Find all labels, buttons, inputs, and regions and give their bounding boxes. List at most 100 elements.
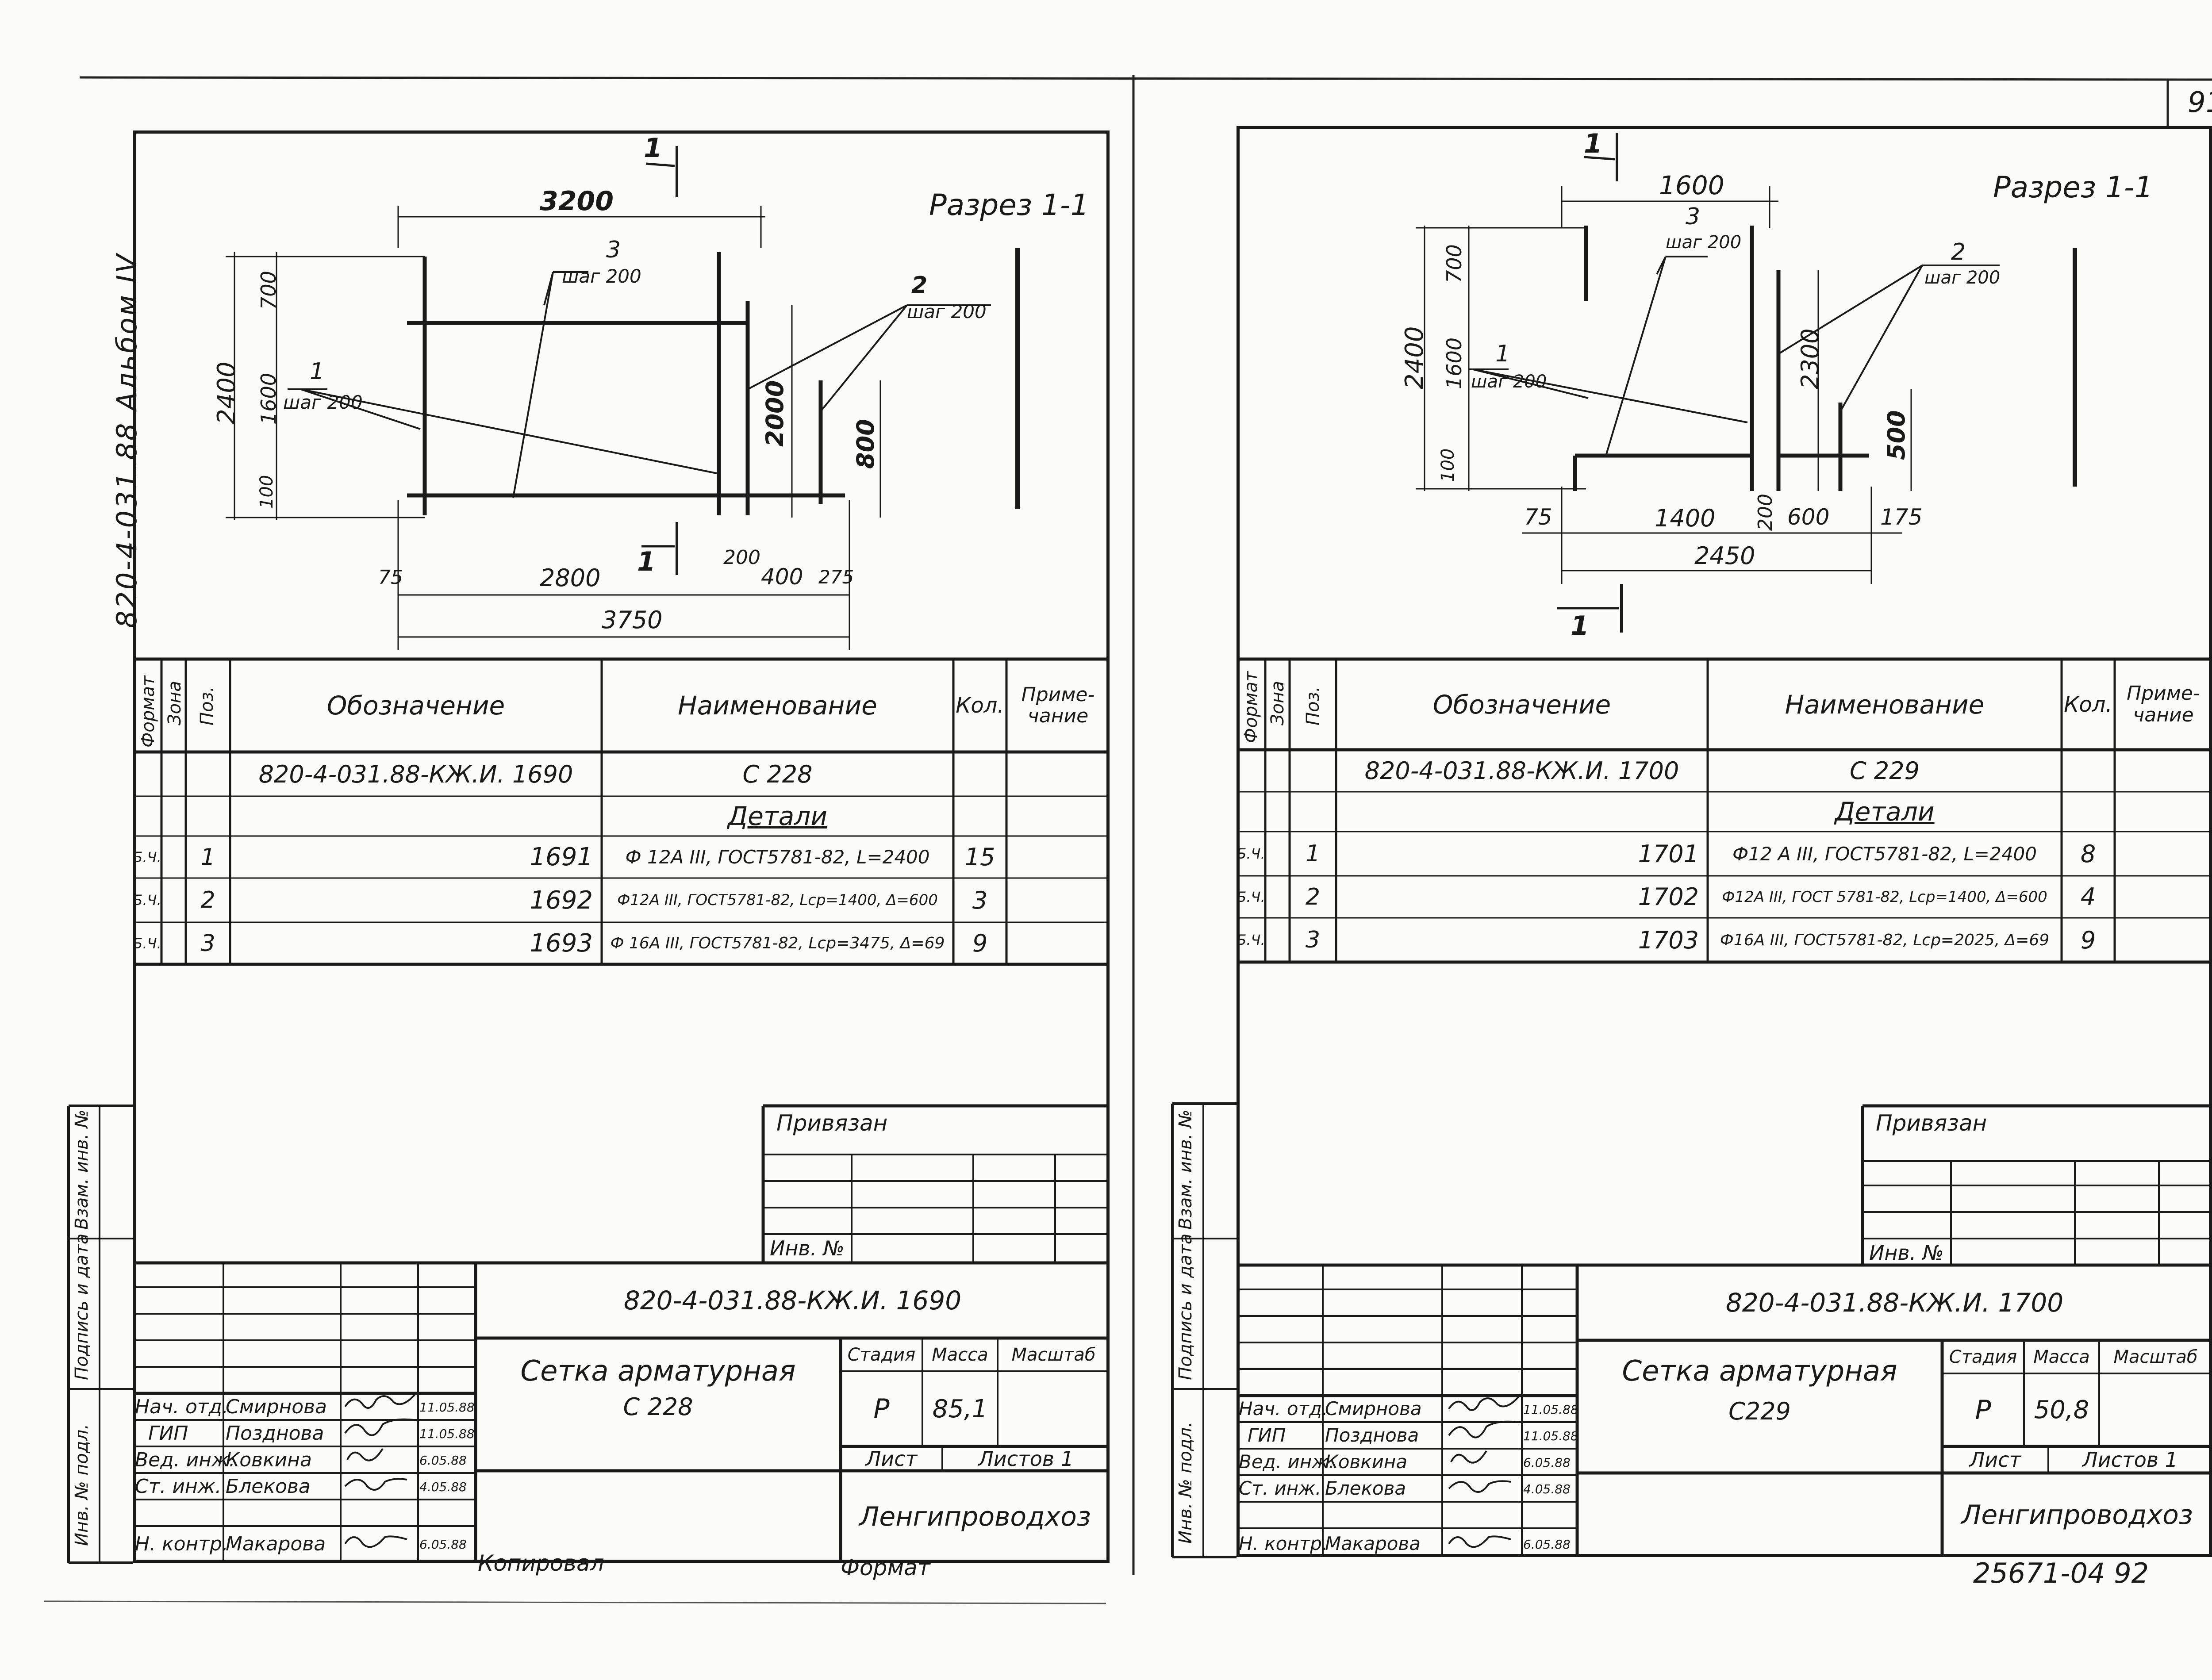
- stamp-sheets-label: Листов 1: [978, 1446, 1074, 1471]
- person-name: Блекова: [226, 1475, 311, 1498]
- table-row-designation: 1691: [530, 843, 593, 871]
- table-row-designation: 1703: [1638, 926, 1699, 954]
- dim-leg: 400: [761, 564, 803, 590]
- table-row-format: Б.Ч.: [1237, 845, 1265, 862]
- stamp-stage: Р: [1975, 1394, 1991, 1426]
- table-row-designation: 1693: [530, 929, 593, 958]
- stamp-sheet-label: Лист: [865, 1446, 918, 1471]
- stamp-code: 820-4-031.88-КЖ.И. 1700: [1725, 1288, 2064, 1318]
- stamp-stage-label: Стадия: [847, 1344, 916, 1365]
- table-row-qty: 3: [972, 886, 988, 914]
- page-number: 91: [2188, 86, 2212, 119]
- person-date: 11.05.88: [419, 1427, 475, 1441]
- stamp-mass: 85,1: [932, 1394, 988, 1423]
- person-name: Смирнова: [1325, 1398, 1422, 1419]
- person-name: Ковкина: [1325, 1451, 1408, 1473]
- dim-mid-width: 1400: [1655, 504, 1716, 532]
- spec-h-note: Приме- чание: [1021, 683, 1095, 727]
- stamp-mass-label: Масса: [2033, 1346, 2090, 1367]
- spec-h-name: Наименование: [678, 690, 877, 721]
- person-role: Ст. инж.: [135, 1475, 222, 1498]
- section-mark-bottom: 1: [637, 546, 656, 577]
- stamp-mass-label: Масса: [932, 1344, 988, 1365]
- table-row-name: Ф12А III, ГОСТ5781-82, Lср=1400, Δ=600: [617, 891, 938, 909]
- table-row-name: Ф 16А III, ГОСТ5781-82, Lср=3475, Δ=69: [610, 934, 945, 952]
- section-mark-top: 1: [644, 133, 662, 164]
- spec-h-qty: Кол.: [956, 693, 1004, 718]
- person-role: Вед. инж.: [1239, 1451, 1335, 1473]
- dim-right-end: 175: [1880, 504, 1923, 530]
- table-row-name: Ф12А III, ГОСТ 5781-82, Lср=1400, Δ=600: [1722, 888, 2047, 906]
- dim-left-offset: 75: [378, 566, 403, 589]
- callout-pos-1: 1: [310, 358, 325, 385]
- stamp-stage-label: Стадия: [1949, 1346, 2017, 1367]
- callout-step-3: шаг 200: [562, 265, 641, 287]
- person-role: ГИП: [1248, 1424, 1286, 1446]
- spec-h-designation: Обозначение: [1432, 689, 1611, 720]
- section-title: Разрез 1-1: [1993, 170, 2153, 204]
- person-date: 6.05.88: [419, 1453, 467, 1468]
- table-row-pos: 2: [1305, 883, 1321, 910]
- person-date: 4.05.88: [419, 1480, 467, 1494]
- callout-step-2: шаг 200: [1924, 268, 2001, 288]
- spec-section-label: Детали: [1835, 797, 1935, 827]
- stamp-title-line2: С229: [1728, 1397, 1791, 1425]
- spec-main-name: С 229: [1850, 757, 1920, 785]
- person-date: 6.05.88: [1523, 1537, 1571, 1552]
- table-row-format: Б.Ч.: [133, 848, 161, 866]
- table-row-qty: 9: [972, 929, 988, 957]
- spec-main-designation: 820-4-031.88-КЖ.И. 1700: [1364, 757, 1679, 785]
- person-date: 6.05.88: [419, 1537, 467, 1552]
- spec-main-name: С 228: [742, 760, 813, 788]
- table-row-qty: 15: [964, 843, 995, 871]
- dim-top-width: 1600: [1659, 170, 1724, 200]
- person-name: Смирнова: [226, 1396, 327, 1418]
- privyazan-label: Привязан: [776, 1110, 888, 1136]
- stamp-sheets-label: Листов 1: [2082, 1448, 2178, 1472]
- callout-step-3: шаг 200: [1666, 232, 1742, 253]
- table-row-qty: 4: [2080, 883, 2096, 911]
- table-row-pos: 1: [200, 844, 215, 871]
- callout-pos-3: 3: [606, 237, 621, 263]
- dim-mid-width: 2800: [540, 564, 601, 592]
- format-label: Формат: [841, 1555, 930, 1580]
- person-date: 11.05.88: [419, 1400, 475, 1415]
- person-name: Макарова: [226, 1533, 326, 1555]
- section-mark-top: 1: [1584, 128, 1602, 159]
- dim-left-offset: 75: [1524, 504, 1552, 530]
- stamp-org: Ленгипроводхоз: [1961, 1500, 2193, 1530]
- person-role: Н. контр.: [135, 1533, 228, 1555]
- person-date: 11.05.88: [1523, 1402, 1578, 1417]
- sheet-right-frame: [1237, 126, 2212, 1557]
- table-row-designation: 1692: [530, 886, 593, 915]
- table-row-pos: 2: [200, 887, 215, 913]
- section-mark-bottom: 1: [1571, 610, 1589, 641]
- table-row-format: Б.Ч.: [133, 935, 161, 952]
- table-row-pos: 1: [1305, 840, 1321, 867]
- person-date: 6.05.88: [1523, 1455, 1571, 1470]
- person-name: Макарова: [1325, 1533, 1421, 1554]
- dim-bottom-width: 3750: [602, 606, 663, 634]
- stamp-org: Ленгипроводхоз: [859, 1501, 1091, 1532]
- table-row-designation: 1701: [1638, 840, 1699, 868]
- table-row-name: Ф16А III, ГОСТ5781-82, Lср=2025, Δ=69: [1720, 931, 2050, 949]
- table-row-pos: 3: [200, 930, 215, 957]
- callout-step-1: шаг 200: [283, 391, 363, 413]
- spec-h-note: Приме- чание: [2127, 682, 2200, 726]
- stamp-mass: 50,8: [2034, 1396, 2089, 1424]
- table-row-pos: 3: [1305, 927, 1321, 953]
- sheet-left-frame: [133, 130, 1110, 1563]
- dim-bottom-width: 2450: [1694, 542, 1755, 570]
- inv-no-label: Инв. №: [770, 1236, 845, 1260]
- table-row-name: Ф12 А III, ГОСТ5781-82, L=2400: [1732, 843, 2037, 865]
- stamp-title-line1: Сетка арматурная: [520, 1355, 796, 1388]
- table-row-qty: 8: [2080, 840, 2096, 868]
